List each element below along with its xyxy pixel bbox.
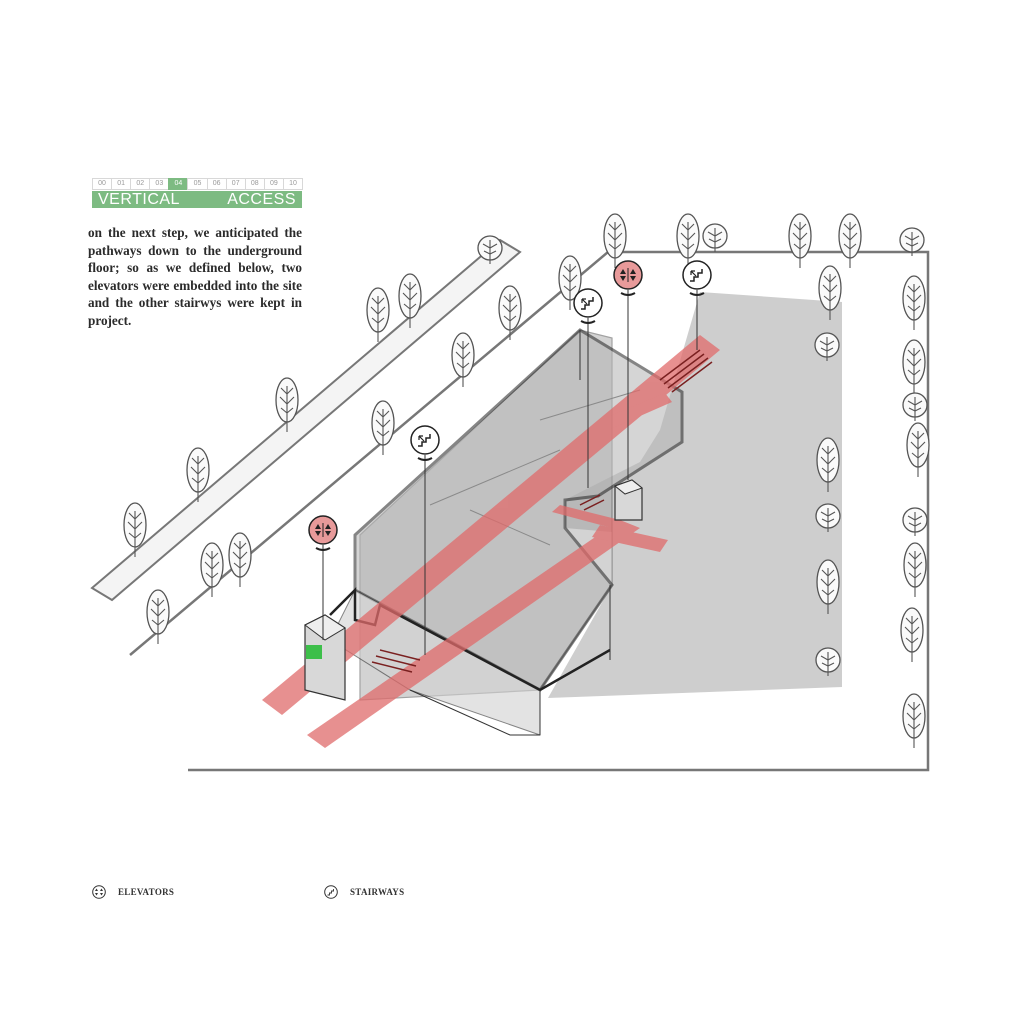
- elevator-box-front: [304, 614, 346, 701]
- step-item: 07: [225, 178, 246, 190]
- elevator-marker: [613, 260, 643, 296]
- access-pathways: [262, 335, 720, 748]
- stair-blocks: [371, 349, 713, 673]
- step-item: 02: [130, 178, 151, 190]
- legend-label: ELEVATORS: [118, 887, 175, 897]
- elevator-marker: [308, 515, 338, 551]
- section-title: VERTICAL ACCESS: [92, 191, 302, 208]
- step-item: 03: [149, 178, 170, 190]
- site-boundary: [90, 238, 930, 772]
- step-item-active: 04: [168, 178, 189, 190]
- title-word: VERTICAL: [98, 190, 180, 208]
- legend-stairways: STAIRWAYS: [324, 885, 404, 899]
- legend-label: STAIRWAYS: [350, 887, 405, 897]
- elevator-icon: [92, 885, 106, 899]
- stairway-icon: [324, 885, 338, 899]
- step-item: 06: [206, 178, 227, 190]
- step-item: 01: [111, 178, 132, 190]
- title-word: ACCESS: [227, 190, 296, 208]
- step-item: 00: [92, 178, 113, 190]
- elevator-box-rear: [613, 479, 644, 521]
- step-indicator: 00 01 02 03 04 05 06 07 08 09 10: [92, 178, 304, 190]
- marker-leader-lines: [322, 290, 698, 655]
- step-item: 10: [282, 178, 304, 190]
- plaza-ground: [548, 292, 842, 698]
- stairway-marker: [682, 260, 712, 296]
- step-item: 09: [263, 178, 284, 190]
- step-item: 05: [187, 178, 208, 190]
- description-text: on the next step, we anticipated the pat…: [88, 225, 302, 328]
- step-item: 08: [244, 178, 265, 190]
- stairway-marker: [410, 425, 440, 461]
- stairway-marker: [573, 288, 603, 324]
- legend-elevators: ELEVATORS: [92, 885, 174, 899]
